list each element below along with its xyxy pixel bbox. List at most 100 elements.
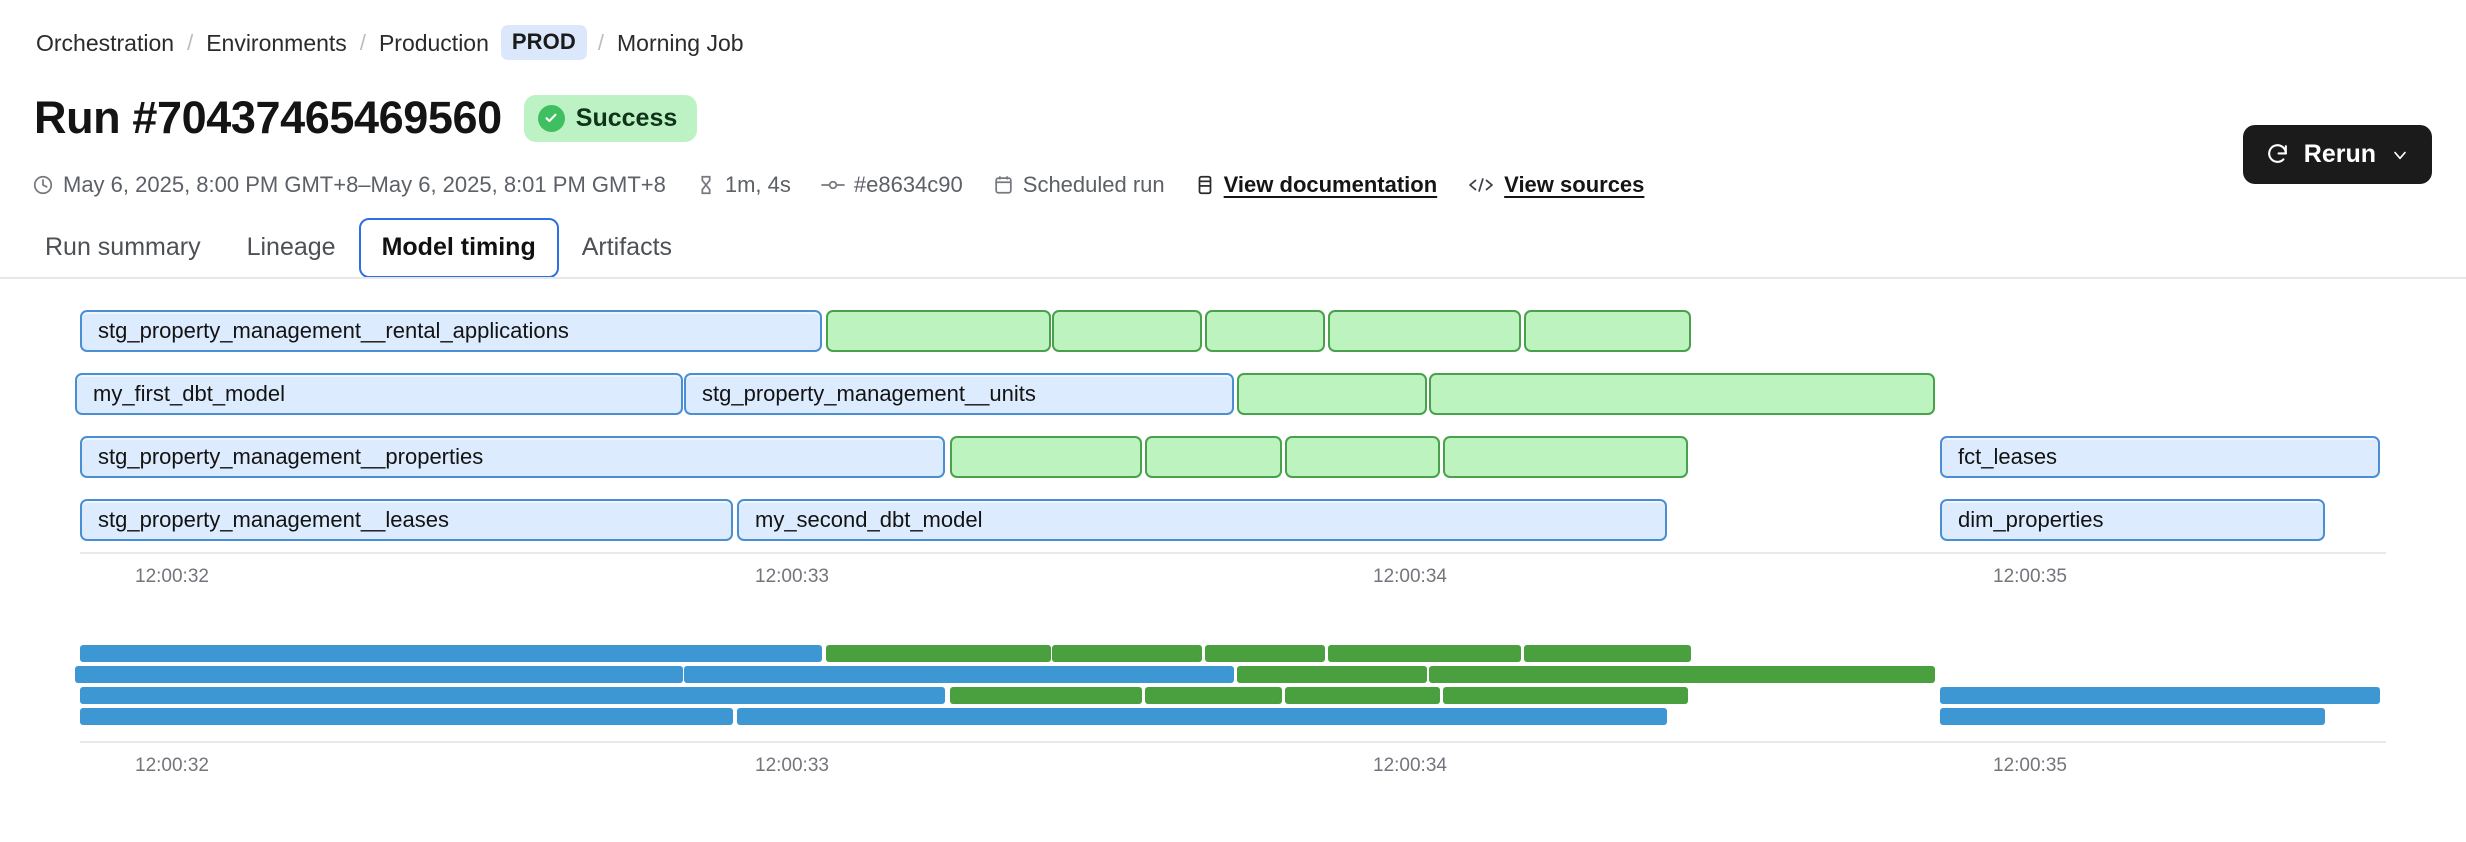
breadcrumb-badge-prod[interactable]: PROD	[500, 25, 587, 60]
gantt-row: stg_property_management__leases my_second…	[0, 489, 2466, 552]
minimap-bar[interactable]	[75, 666, 683, 683]
axis-tick: 12:00:32	[135, 755, 209, 776]
meta-view-sources[interactable]: View sources	[1467, 172, 1644, 198]
gantt-bar-my_first_dbt_model[interactable]: my_first_dbt_model	[75, 373, 683, 415]
minimap-bar[interactable]	[1328, 645, 1521, 662]
axis-tick: 12:00:35	[1993, 566, 2067, 587]
gantt-bar-test[interactable]	[950, 436, 1142, 478]
gantt-bar-test[interactable]	[1237, 373, 1427, 415]
gantt-bar-label: stg_property_management__units	[702, 381, 1036, 406]
rerun-button[interactable]: Rerun	[2242, 125, 2432, 184]
breadcrumb-separator: /	[187, 29, 194, 55]
gantt-bar-label: fct_leases	[1958, 444, 2058, 469]
breadcrumb-item-production[interactable]: Production	[378, 29, 489, 56]
model-timing-gantt: stg_property_management__rental_applicat…	[0, 300, 2466, 598]
minimap-bar[interactable]	[1285, 687, 1440, 704]
gantt-row: stg_property_management__properties fct_l…	[0, 426, 2466, 489]
gantt-bar-test[interactable]	[1285, 436, 1440, 478]
minimap-bar[interactable]	[1940, 708, 2325, 725]
gantt-bar-stg_property_management__leases[interactable]: stg_property_management__leases	[80, 499, 733, 541]
gantt-bar-test[interactable]	[1443, 436, 1688, 478]
trigger-text: Scheduled run	[1022, 172, 1165, 197]
tab-lineage[interactable]: Lineage	[246, 233, 336, 261]
axis-line	[80, 741, 2386, 743]
refresh-icon	[2265, 142, 2290, 167]
gantt-bar-label: dim_properties	[1958, 507, 2104, 532]
minimap-row	[0, 708, 2466, 729]
gantt-bar-stg_property_management__properties[interactable]: stg_property_management__properties	[80, 436, 945, 478]
minimap-axis: 12:00:32 12:00:33 12:00:34 12:00:35	[0, 729, 2466, 776]
gantt-axis: 12:00:32 12:00:33 12:00:34 12:00:35	[0, 552, 2466, 598]
book-icon	[1195, 174, 1215, 196]
gantt-bar-test[interactable]	[1429, 373, 1935, 415]
minimap-bar[interactable]	[826, 645, 1051, 662]
tab-bar-divider	[0, 277, 2466, 279]
breadcrumb-separator: /	[359, 29, 366, 55]
axis-tick: 12:00:35	[1993, 755, 2067, 776]
gantt-bar-fct_leases[interactable]: fct_leases	[1940, 436, 2380, 478]
calendar-icon	[993, 174, 1014, 196]
minimap-row	[0, 687, 2466, 708]
axis-tick: 12:00:34	[1373, 566, 1447, 587]
gantt-bar-label: my_second_dbt_model	[755, 507, 983, 532]
rerun-label: Rerun	[2303, 140, 2376, 168]
hourglass-icon	[696, 174, 716, 196]
minimap-bar[interactable]	[1205, 645, 1325, 662]
gantt-bar-test[interactable]	[1524, 310, 1691, 352]
tab-artifacts[interactable]: Artifacts	[581, 233, 673, 261]
gantt-bar-test[interactable]	[1052, 310, 1202, 352]
duration-text: 1m, 4s	[724, 172, 791, 197]
minimap-row	[0, 666, 2466, 687]
axis-tick: 12:00:32	[135, 566, 209, 587]
meta-trigger: Scheduled run	[993, 172, 1165, 198]
gantt-bar-stg_property_management__rental_applications[interactable]: stg_property_management__rental_applicat…	[80, 310, 822, 352]
minimap-bar[interactable]	[1052, 645, 1202, 662]
axis-line	[80, 552, 2386, 554]
minimap-bar[interactable]	[80, 645, 822, 662]
breadcrumb: Orchestration / Environments / Production PRO…	[34, 25, 746, 60]
chevron-down-icon[interactable]	[2390, 145, 2410, 165]
status-badge: Success	[523, 94, 698, 142]
minimap-bar[interactable]	[950, 687, 1142, 704]
breadcrumb-item-environments[interactable]: Environments	[206, 29, 347, 56]
tab-bar: Run summary Lineage Model timing Artifacts	[22, 218, 695, 278]
page-title: Run #70437465469560	[34, 92, 502, 143]
gantt-bar-my_second_dbt_model[interactable]: my_second_dbt_model	[737, 499, 1667, 541]
axis-tick: 12:00:34	[1373, 755, 1447, 776]
breadcrumb-separator: /	[597, 29, 604, 55]
minimap-bar[interactable]	[684, 666, 1234, 683]
breadcrumb-item-orchestration[interactable]: Orchestration	[36, 29, 175, 56]
gantt-row: my_first_dbt_model stg_property_managemen…	[0, 363, 2466, 426]
commit-text: #e8634c90	[853, 172, 963, 197]
minimap-row	[0, 645, 2466, 666]
gantt-bar-test[interactable]	[1205, 310, 1325, 352]
minimap-bar[interactable]	[1940, 687, 2380, 704]
minimap-bar[interactable]	[1524, 645, 1691, 662]
gantt-bar-test[interactable]	[1328, 310, 1521, 352]
tab-run-summary[interactable]: Run summary	[45, 233, 201, 261]
code-icon	[1467, 174, 1495, 196]
minimap-bar[interactable]	[1145, 687, 1282, 704]
tab-model-timing[interactable]: Model timing	[358, 218, 559, 278]
gantt-bar-test[interactable]	[1145, 436, 1282, 478]
gantt-bar-stg_property_management__units[interactable]: stg_property_management__units	[684, 373, 1234, 415]
minimap-bar[interactable]	[1237, 666, 1427, 683]
minimap-bar[interactable]	[737, 708, 1667, 725]
axis-tick: 12:00:33	[755, 566, 829, 587]
meta-duration: 1m, 4s	[696, 172, 791, 198]
gantt-bar-dim_properties[interactable]: dim_properties	[1940, 499, 2325, 541]
commit-icon	[821, 174, 845, 196]
meta-timestamp: May 6, 2025, 8:00 PM GMT+8–May 6, 2025, …	[32, 172, 666, 198]
gantt-bar-label: stg_property_management__leases	[98, 507, 450, 532]
gantt-bar-test[interactable]	[826, 310, 1051, 352]
model-timing-minimap[interactable]: 12:00:32 12:00:33 12:00:34 12:00:35	[0, 645, 2466, 776]
view-sources-link[interactable]: View sources	[1504, 172, 1645, 197]
timestamp-text: May 6, 2025, 8:00 PM GMT+8–May 6, 2025, …	[63, 172, 666, 197]
minimap-bar[interactable]	[80, 708, 733, 725]
meta-view-documentation[interactable]: View documentation	[1195, 172, 1438, 198]
minimap-bar[interactable]	[1443, 687, 1688, 704]
view-documentation-link[interactable]: View documentation	[1223, 172, 1438, 197]
minimap-bar[interactable]	[1429, 666, 1935, 683]
axis-tick: 12:00:33	[755, 755, 829, 776]
minimap-bar[interactable]	[80, 687, 945, 704]
